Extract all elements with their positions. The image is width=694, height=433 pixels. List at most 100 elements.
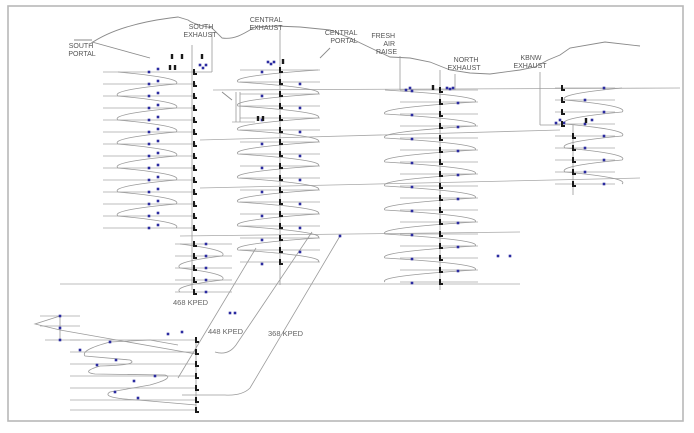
label-north-exhaust: NORTH EXHAUST: [447, 57, 481, 72]
node-marker: [298, 250, 302, 254]
fan-icon: [195, 337, 199, 343]
fan-icon: [193, 117, 197, 123]
fan-icon: [195, 349, 199, 355]
node-marker: [78, 348, 82, 352]
fan-icon: [439, 279, 443, 285]
south-ramp: [116, 71, 178, 229]
node-marker: [298, 226, 302, 230]
node-marker: [204, 63, 208, 67]
fan-icon: [193, 93, 197, 99]
node-marker: [156, 187, 160, 191]
node-marker: [156, 67, 160, 71]
north-ramp: [384, 89, 476, 283]
node-marker: [147, 178, 151, 182]
fan-icon: [279, 79, 283, 85]
fan-icon: [279, 151, 283, 157]
fan-icon: [193, 201, 197, 207]
node-marker: [410, 257, 414, 261]
fan-icon: [279, 163, 283, 169]
node-marker: [156, 103, 160, 107]
fan-icon: [439, 159, 443, 165]
node-marker: [456, 173, 460, 177]
fan-icon: [195, 397, 199, 403]
fan-icon: [279, 259, 283, 265]
node-marker: [147, 94, 151, 98]
fan-icon: [193, 105, 197, 111]
fan-icon: [193, 189, 197, 195]
fan-icon: [193, 81, 197, 87]
fan-icon: [279, 127, 283, 133]
fan-icon: [279, 103, 283, 109]
regulator-icon: [431, 85, 435, 90]
regulator-icon: [170, 54, 174, 59]
ramp-368-decline: [182, 235, 341, 396]
fan-icon: [572, 157, 576, 163]
node-marker: [132, 379, 136, 383]
node-marker: [260, 142, 264, 146]
fan-icon: [439, 147, 443, 153]
node-marker: [108, 340, 112, 344]
fan-icon: [561, 121, 565, 127]
node-marker: [456, 125, 460, 129]
node-marker: [456, 149, 460, 153]
fan-icon: [279, 175, 283, 181]
node-marker: [410, 209, 414, 213]
node-marker: [147, 226, 151, 230]
fan-icon: [439, 207, 443, 213]
node-marker: [562, 121, 566, 125]
node-marker: [445, 86, 449, 90]
node-marker: [260, 94, 264, 98]
node-marker: [298, 202, 302, 206]
ramp-468-decline: [177, 247, 257, 379]
fan-icon: [439, 219, 443, 225]
label-ramp-468: 468 KPED: [173, 298, 209, 307]
node-marker: [583, 146, 587, 150]
node-marker: [156, 127, 160, 131]
node-marker: [260, 70, 264, 74]
fan-icon: [279, 211, 283, 217]
node-marker: [147, 214, 151, 218]
node-marker: [204, 290, 208, 294]
node-marker: [95, 363, 99, 367]
node-marker: [58, 314, 62, 318]
label-central-exhaust: CENTRAL EXHAUST: [249, 17, 284, 32]
node-marker: [233, 311, 237, 315]
regulator-icon: [281, 59, 285, 64]
fan-icon: [279, 115, 283, 121]
vent-structure: [221, 91, 233, 101]
fan-icon: [439, 267, 443, 273]
central-portal-adit: [319, 47, 331, 59]
fan-icon: [572, 133, 576, 139]
node-marker: [456, 101, 460, 105]
fan-icon: [193, 129, 197, 135]
node-marker: [272, 60, 276, 64]
node-marker: [298, 106, 302, 110]
regulator-icon: [200, 54, 204, 59]
fan-icon: [279, 199, 283, 205]
fan-icon: [195, 385, 199, 391]
node-marker: [456, 269, 460, 273]
ramps-layer: [33, 69, 624, 406]
node-marker: [204, 278, 208, 282]
node-marker: [338, 234, 342, 238]
node-marker: [156, 151, 160, 155]
node-marker: [198, 63, 202, 67]
label-ramp-448: 448 KPED: [208, 327, 244, 336]
fan-icon: [195, 373, 199, 379]
fan-icon: [561, 109, 565, 115]
fan-icon: [193, 141, 197, 147]
node-marker: [260, 238, 264, 242]
node-marker: [456, 197, 460, 201]
node-marker: [147, 106, 151, 110]
node-marker: [113, 390, 117, 394]
fan-icon: [279, 235, 283, 241]
fan-icon: [572, 181, 576, 187]
node-marker: [590, 118, 594, 122]
node-marker: [508, 254, 512, 258]
fan-icon: [279, 139, 283, 145]
node-marker: [298, 82, 302, 86]
fan-icon: [279, 91, 283, 97]
node-marker: [266, 60, 270, 64]
fan-icon: [439, 231, 443, 237]
fan-icon: [439, 183, 443, 189]
